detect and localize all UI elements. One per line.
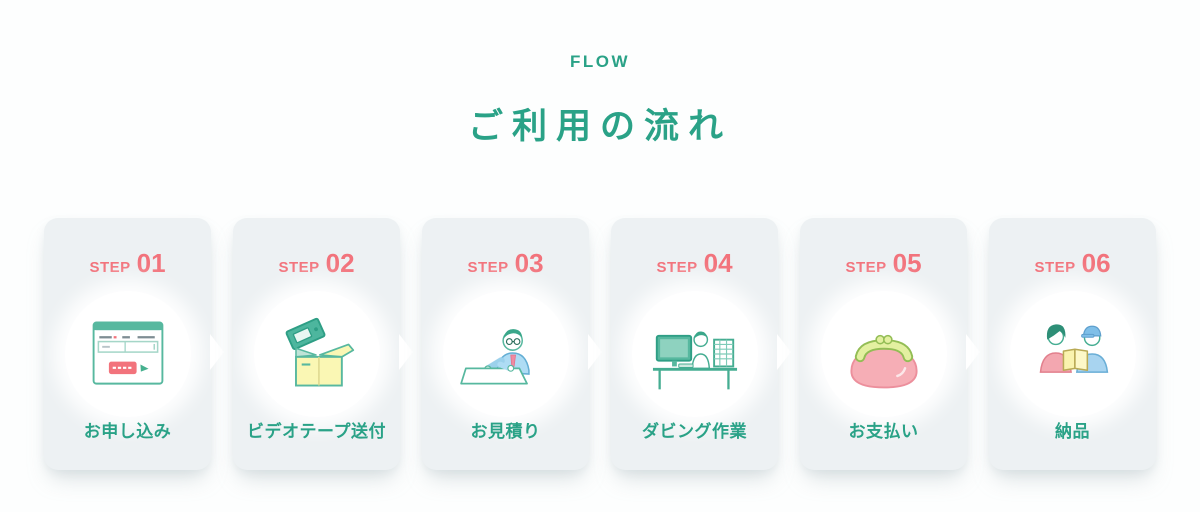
step-num: 06 [1081,248,1111,278]
step-card-05: STEP 05 お支払い [800,218,980,470]
step-number-05: STEP 05 [845,248,921,279]
step-word: STEP [656,259,698,276]
videotape-shipping-icon [285,317,354,387]
step-label: お支払い [848,422,919,441]
step-word: STEP [467,259,509,276]
step-label: 納品 [1055,422,1090,441]
step-num: 01 [136,248,166,278]
step-card-01: STEP 01 [44,218,224,470]
step-number-02: STEP 02 [278,248,354,279]
step-label: お見積り [470,422,541,441]
payment-purse-icon [849,334,918,389]
estimate-icon [459,329,530,385]
step-illustration-circle [631,291,758,417]
step-label: ビデオテープ送付 [247,422,386,441]
step-number-01: STEP 01 [89,248,165,279]
step-card-03: STEP 03 [422,218,602,470]
step-number-06: STEP 06 [1034,248,1110,279]
step-num: 04 [703,248,733,278]
step-illustration-circle [64,291,191,417]
step-word: STEP [89,259,131,276]
step-number-03: STEP 03 [467,248,543,279]
step-num: 03 [514,248,544,278]
step-illustration-circle [253,291,380,417]
step-illustration-circle [820,291,947,417]
step-illustration-circle [1009,291,1136,417]
step-label: お申し込み [83,422,172,441]
step-number-04: STEP 04 [656,248,732,279]
page-title: ご利用の流れ [467,107,732,146]
step-word: STEP [845,259,887,276]
step-label: ダビング作業 [642,422,747,441]
step-card-06: STEP 06 [989,218,1156,470]
step-word: STEP [278,259,320,276]
step-word: STEP [1034,259,1076,276]
section-eyebrow: FLOW [569,52,631,71]
step-num: 05 [892,248,922,278]
flow-steps-row: STEP 01 [0,218,1200,470]
step-num: 02 [325,248,355,278]
application-form-icon [92,321,163,385]
dubbing-work-icon [652,331,737,390]
delivery-icon [1039,324,1108,373]
step-card-02: STEP 02 ビデオテープ送付 [233,218,413,470]
step-card-04: STEP 04 [611,218,791,470]
step-illustration-circle [442,291,569,417]
